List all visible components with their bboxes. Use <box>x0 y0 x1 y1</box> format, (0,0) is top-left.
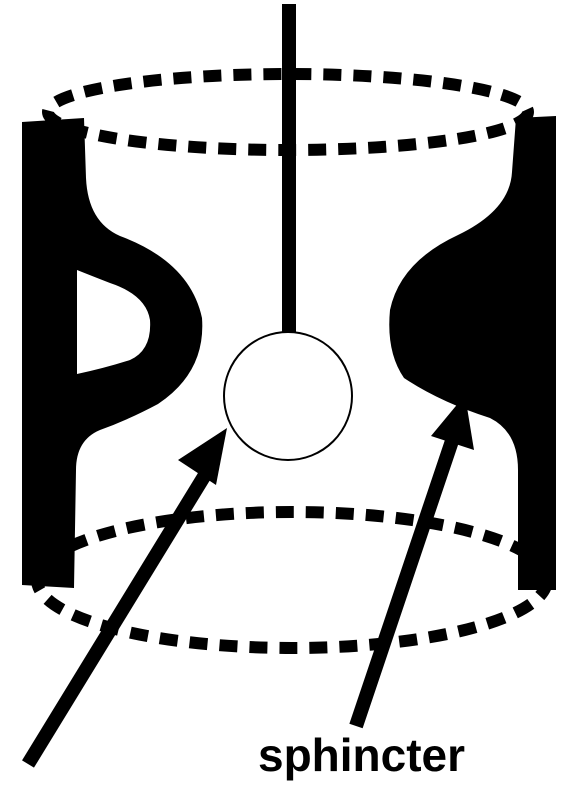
vertical-rod <box>282 4 296 339</box>
right-wall <box>389 116 556 590</box>
sphincter-label: sphincter <box>258 732 465 778</box>
right-arrow-shaft <box>356 432 455 726</box>
ball <box>224 332 352 460</box>
